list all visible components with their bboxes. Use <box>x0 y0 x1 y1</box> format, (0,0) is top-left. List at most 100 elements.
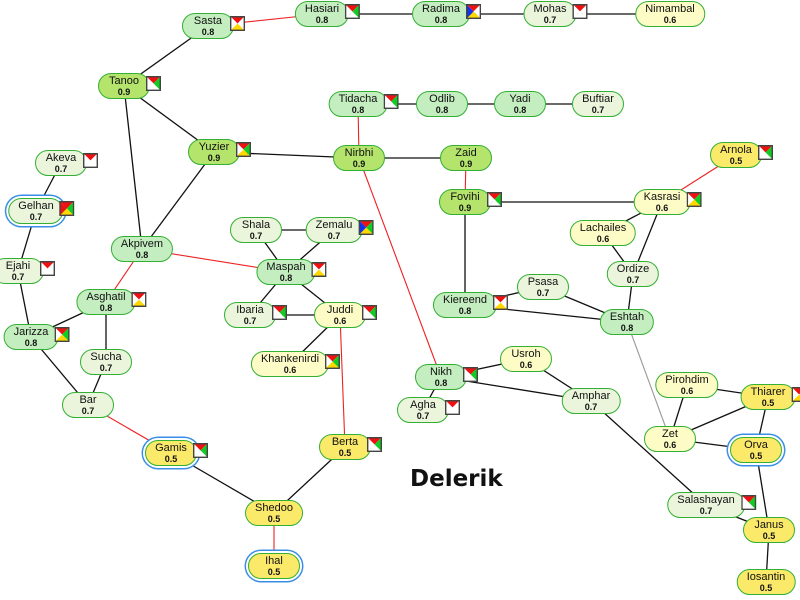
node-name: Kasrasi <box>643 191 681 203</box>
flag-quadrant <box>325 361 341 369</box>
flag-icon[interactable] <box>59 201 75 216</box>
flag-quadrant <box>200 443 208 458</box>
flag-quadrant <box>230 16 245 24</box>
flag-quadrant <box>358 227 374 235</box>
flag-icon[interactable] <box>463 367 478 382</box>
flag-icon[interactable] <box>740 495 756 510</box>
node-value: 0.6 <box>283 365 297 375</box>
flag-quadrant <box>362 305 377 313</box>
flag-icon[interactable] <box>572 4 588 19</box>
node-value: 0.7 <box>699 506 713 516</box>
flag-icon[interactable] <box>230 16 245 31</box>
flag-icon[interactable] <box>686 192 702 207</box>
flag-quadrant <box>131 292 147 300</box>
flag-quadrant <box>500 295 509 310</box>
flag-icon[interactable] <box>487 192 502 207</box>
flag-quadrant <box>580 4 588 19</box>
node-name: Shedoo <box>255 502 293 514</box>
flag-icon[interactable] <box>83 153 98 168</box>
flag-icon[interactable] <box>325 354 341 369</box>
flag-quadrant <box>748 495 756 510</box>
flag-icon[interactable] <box>311 262 327 277</box>
flag-icon[interactable] <box>791 387 800 402</box>
node-name: Lachailes <box>579 222 627 234</box>
flag-icon[interactable] <box>758 145 773 160</box>
flag-quadrant <box>59 208 75 216</box>
flag-icon[interactable] <box>131 292 147 307</box>
flag-icon[interactable] <box>465 4 481 19</box>
flag-quadrant <box>40 268 55 276</box>
flag-icon[interactable] <box>193 443 208 458</box>
flag-icon[interactable] <box>367 437 382 452</box>
flag-icon[interactable] <box>146 76 161 91</box>
flag-border <box>367 437 382 452</box>
flag-icon[interactable] <box>236 142 251 157</box>
flag-quadrant <box>230 23 245 31</box>
flag-icon[interactable] <box>383 94 399 109</box>
flag-quadrant <box>572 11 588 19</box>
flag-icon[interactable] <box>345 4 361 19</box>
node-name: Akeva <box>45 152 77 164</box>
flag-icon[interactable] <box>40 261 55 276</box>
node-value: 0.8 <box>458 306 472 316</box>
flag-icon[interactable] <box>272 305 287 320</box>
flag-quadrant <box>230 16 238 31</box>
flag-icon[interactable] <box>54 327 70 342</box>
flag-icon[interactable] <box>362 305 377 320</box>
flag-icon[interactable] <box>493 295 509 310</box>
node-value: 0.9 <box>459 159 473 169</box>
flag-icon[interactable] <box>445 400 460 415</box>
flag-icon[interactable] <box>358 220 374 235</box>
